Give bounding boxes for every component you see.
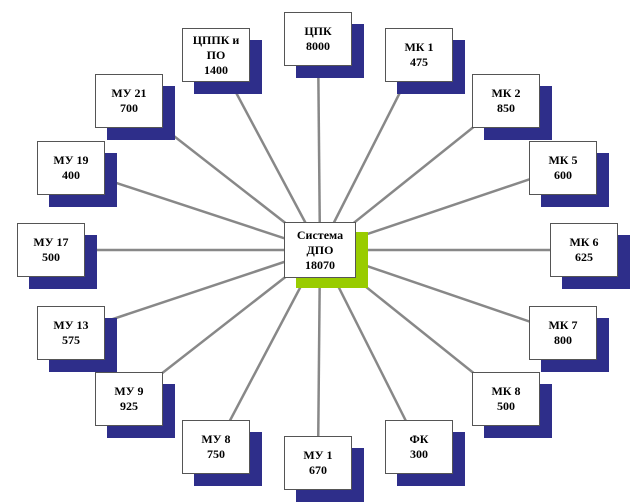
node-name: МУ 9 [114,384,144,398]
node-fk: ФК 300 [385,420,465,486]
node-mk1: МК 1 475 [385,28,465,94]
node-name: МК 8 [491,384,521,398]
node-box: ЦППК и ПО 1400 [182,28,250,82]
center-name-line2: ДПО [306,242,334,257]
node-value: 1400 [204,62,228,77]
node-name: МУ 19 [53,153,89,167]
node-value: 850 [497,101,515,115]
node-mu17: МУ 17 500 [17,223,97,289]
node-name: ФК [409,432,429,446]
center-node-box: Система ДПО 18070 [284,222,356,278]
node-mu19: МУ 19 400 [37,141,117,207]
node-value: 670 [309,463,327,477]
node-name: ЦППК и [192,32,240,47]
node-box: МК 7 800 [529,306,597,360]
node-value: 475 [410,55,428,69]
node-box: МУ 9 925 [95,372,163,426]
center-name-line1: Система [296,227,344,242]
node-box: МУ 13 575 [37,306,105,360]
node-mk7: МК 7 800 [529,306,609,372]
node-box: МК 8 500 [472,372,540,426]
node-box: ФК 300 [385,420,453,474]
node-value: 575 [62,333,80,347]
node-name: МК 5 [548,153,578,167]
node-name: МУ 13 [53,318,89,332]
center-value: 18070 [305,257,335,272]
node-box: МК 2 850 [472,74,540,128]
node-cpk: ЦПК 8000 [284,12,364,78]
node-value: 8000 [306,39,330,53]
node-name: ЦПК [304,24,332,38]
node-name: МК 2 [491,86,521,100]
node-mu21: МУ 21 700 [95,74,175,140]
node-name-line2: ПО [206,47,226,62]
node-value: 400 [62,168,80,182]
node-name: МУ 17 [33,235,69,249]
node-value: 500 [497,399,515,413]
node-value: 500 [42,250,60,264]
node-box: МК 5 600 [529,141,597,195]
node-box: МУ 17 500 [17,223,85,277]
node-mu8: МУ 8 750 [182,420,262,486]
node-box: МК 6 625 [550,223,618,277]
node-name: МК 6 [569,235,599,249]
node-cppk: ЦППК и ПО 1400 [182,28,262,94]
node-name: МУ 1 [303,448,333,462]
node-value: 700 [120,101,138,115]
node-value: 925 [120,399,138,413]
node-name: МУ 8 [201,432,231,446]
node-box: ЦПК 8000 [284,12,352,66]
node-name: МУ 21 [111,86,147,100]
node-name: МК 7 [548,318,578,332]
node-box: МУ 1 670 [284,436,352,490]
node-box: МК 1 475 [385,28,453,82]
node-value: 300 [410,447,428,461]
node-mu13: МУ 13 575 [37,306,117,372]
node-mk5: МК 5 600 [529,141,609,207]
node-mu9: МУ 9 925 [95,372,175,438]
node-value: 750 [207,447,225,461]
node-box: МУ 19 400 [37,141,105,195]
node-name: МК 1 [404,40,434,54]
node-value: 800 [554,333,572,347]
node-box: МУ 21 700 [95,74,163,128]
node-mk6: МК 6 625 [550,223,630,289]
node-box: МУ 8 750 [182,420,250,474]
node-center-dpo-system: Система ДПО 18070 [284,222,368,288]
node-value: 625 [575,250,593,264]
node-mu1: МУ 1 670 [284,436,364,502]
node-value: 600 [554,168,572,182]
node-mk8: МК 8 500 [472,372,552,438]
node-mk2: МК 2 850 [472,74,552,140]
